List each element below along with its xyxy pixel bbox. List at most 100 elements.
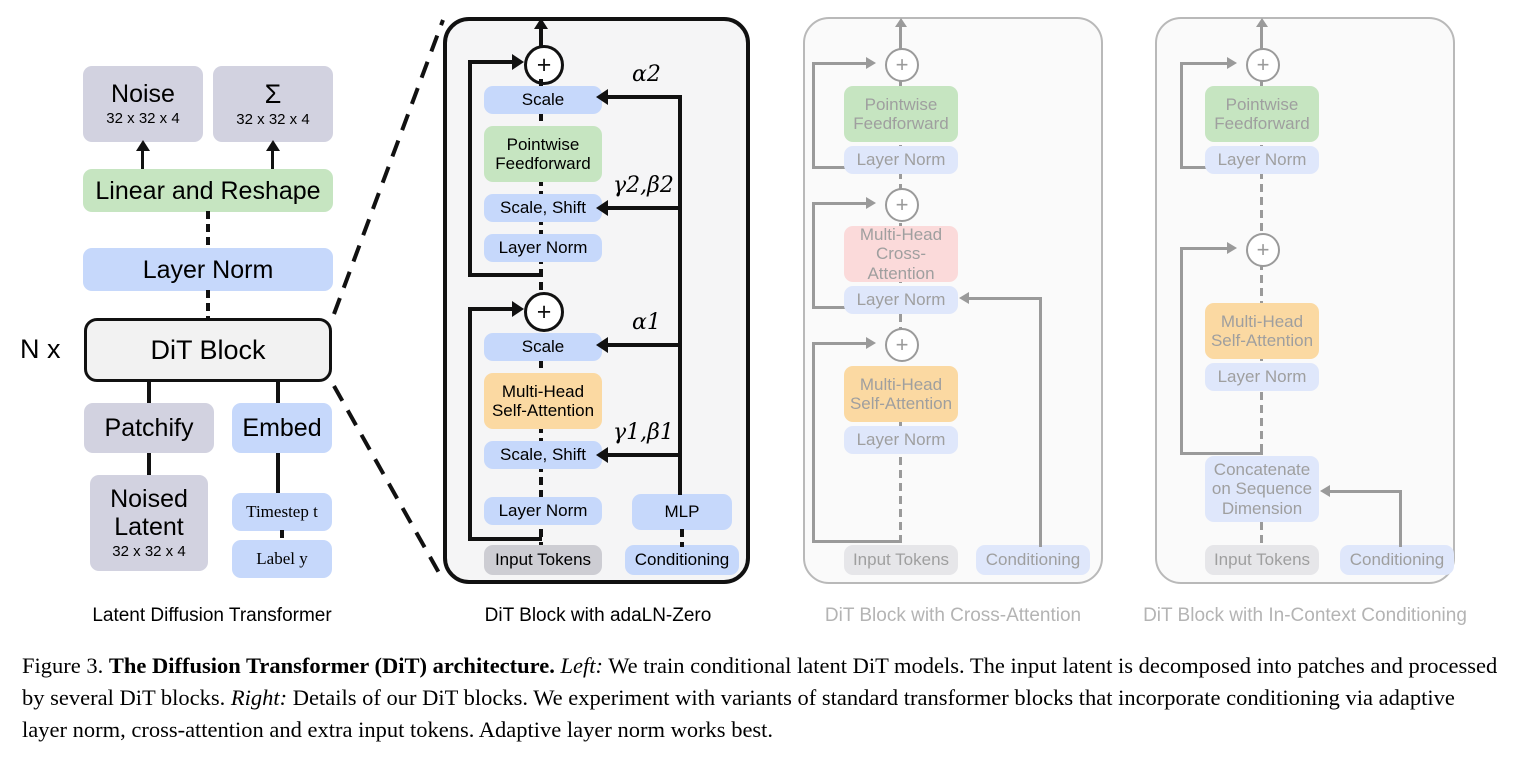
node-noised-latent-line1: Noised xyxy=(110,485,188,514)
node-mhca-cross-line1: Multi-Head xyxy=(859,225,943,245)
node-input-tokens-adaln: Input Tokens xyxy=(484,545,602,575)
operator-add-1-symbol: + xyxy=(536,297,552,326)
node-mlp: MLP xyxy=(632,494,732,530)
node-noised-latent-line2: Latent xyxy=(114,513,184,542)
branch-alpha1 xyxy=(606,343,682,347)
node-mhca-cross: Multi-Head Cross-Attention xyxy=(844,225,958,283)
node-mhsa-cross: Multi-Head Self-Attention xyxy=(844,366,958,422)
node-layer-norm-1-incontext: Layer Norm xyxy=(1205,363,1319,391)
node-scale-1-label: Scale xyxy=(521,337,565,357)
node-mlp-label: MLP xyxy=(664,502,700,522)
operator-add-2-symbol: + xyxy=(536,50,552,79)
repeat-count-label: N x xyxy=(20,334,61,364)
operator-add-incontext-2-symbol: + xyxy=(1256,52,1270,77)
branch-alpha2 xyxy=(606,95,682,99)
figure-left-tag: Left: xyxy=(560,653,604,678)
residual-cross-3-vertical xyxy=(812,63,815,169)
figure-right-tag: Right: xyxy=(230,684,288,710)
residual-2-horizontal-bottom xyxy=(468,273,542,277)
node-input-tokens-adaln-label: Input Tokens xyxy=(494,550,592,570)
node-pointwise-feedforward-cross: Pointwise Feedforward xyxy=(844,86,958,142)
operator-add-incontext-2: + xyxy=(1246,48,1280,82)
arrowhead-residual-2 xyxy=(512,54,524,70)
annotation-gamma-beta2-text: γ2,β2 xyxy=(613,173,674,198)
node-embed: Embed xyxy=(232,403,332,453)
node-pointwise-feedforward-incontext-line2: Feedforward xyxy=(1214,114,1310,133)
operator-add-cross-2: + xyxy=(885,188,919,222)
node-mhsa-cross-line1: Multi-Head xyxy=(859,374,943,394)
figure-title: The Diffusion Transformer (DiT) architec… xyxy=(108,653,555,678)
node-layer-norm: Layer Norm xyxy=(83,248,333,291)
arrowhead-incontext-conditioning xyxy=(1320,485,1330,497)
residual-incontext-2-horizontal-top xyxy=(1180,62,1231,65)
node-pointwise-feedforward-cross-line1: Pointwise xyxy=(864,94,938,114)
node-mhsa-incontext: Multi-Head Self-Attention xyxy=(1205,303,1319,359)
figure-right-text: Details of our DiT blocks. We experiment… xyxy=(22,684,1455,742)
node-concatenate-line1: Concatenate xyxy=(1213,460,1311,480)
node-concatenate-line2: on Sequence xyxy=(1211,479,1313,499)
node-input-tokens-incontext: Input Tokens xyxy=(1205,545,1319,575)
node-pointwise-feedforward-incontext: Pointwise Feedforward xyxy=(1205,86,1319,142)
node-dit-block: DiT Block xyxy=(84,318,332,382)
node-mhsa-adaln-line1: Multi-Head xyxy=(501,381,585,401)
operator-add-1: + xyxy=(524,292,564,332)
node-sigma: Σ 32 x 32 x 4 xyxy=(213,66,333,142)
edge-linear-to-noise xyxy=(141,148,144,169)
operator-add-cross-2-symbol: + xyxy=(895,192,909,217)
residual-incontext-1-horizontal-bottom xyxy=(1180,452,1263,455)
node-dit-block-label: DiT Block xyxy=(150,334,266,365)
edge-label-to-timestep xyxy=(280,530,284,544)
edge-scale2-to-add2 xyxy=(539,79,543,86)
annotation-alpha1: α1 xyxy=(632,310,661,335)
residual-1-horizontal-top xyxy=(468,307,516,311)
node-layer-norm-1-adaln-label: Layer Norm xyxy=(498,501,588,521)
node-input-tokens-cross: Input Tokens xyxy=(844,545,958,575)
node-mhsa-adaln-line2: Self-Attention xyxy=(491,401,595,420)
node-layer-norm-2-cross-label: Layer Norm xyxy=(856,290,946,310)
incontext-conditioning-riser xyxy=(1399,490,1402,547)
cross-conditioning-riser xyxy=(1039,297,1042,547)
node-conditioning-adaln: Conditioning xyxy=(625,545,739,575)
arrowhead-cross-conditioning xyxy=(959,292,969,304)
node-layer-norm-label: Layer Norm xyxy=(142,255,274,284)
residual-1-horizontal-bottom xyxy=(468,537,542,541)
node-embed-label: Embed xyxy=(242,414,322,442)
node-input-tokens-cross-label: Input Tokens xyxy=(852,550,950,570)
residual-incontext-1-horizontal-top xyxy=(1180,247,1231,250)
node-layer-norm-2-adaln-label: Layer Norm xyxy=(498,238,588,258)
operator-add-cross-3: + xyxy=(885,48,919,82)
node-scale-2-label: Scale xyxy=(521,90,565,110)
annotation-alpha2-text: α2 xyxy=(632,62,661,87)
edge-embed-to-ditblock xyxy=(276,381,280,403)
node-conditioning-incontext: Conditioning xyxy=(1340,545,1454,575)
node-linear-and-reshape: Linear and Reshape xyxy=(83,169,333,212)
arrowhead-residual-cross-1 xyxy=(866,337,876,349)
node-layer-norm-3-cross-label: Layer Norm xyxy=(856,150,946,170)
node-scale-2: Scale xyxy=(484,86,602,114)
node-pointwise-feedforward-adaln-line2: Feedforward xyxy=(495,154,591,173)
node-layer-norm-1-incontext-label: Layer Norm xyxy=(1217,367,1307,387)
arrowhead-noise xyxy=(136,140,150,151)
node-scale-shift-2: Scale, Shift xyxy=(484,194,602,222)
node-pointwise-feedforward-cross-line2: Feedforward xyxy=(853,114,949,133)
node-noise-shape: 32 x 32 x 4 xyxy=(106,110,180,128)
arrowhead-gamma-beta2 xyxy=(596,200,608,216)
node-noised-latent-shape: 32 x 32 x 4 xyxy=(112,543,186,561)
node-patchify-label: Patchify xyxy=(104,414,194,442)
node-pointwise-feedforward-incontext-line1: Pointwise xyxy=(1225,94,1299,114)
node-layer-norm-2-cross: Layer Norm xyxy=(844,286,958,314)
annotation-alpha2: α2 xyxy=(632,62,661,87)
edge-layernorm-to-linear xyxy=(206,211,210,249)
figure-caption: Figure 3. The Diffusion Transformer (DiT… xyxy=(22,650,1502,746)
arrowhead-gamma-beta1 xyxy=(596,447,608,463)
residual-1-vertical xyxy=(468,309,472,541)
operator-add-cross-1-symbol: + xyxy=(895,332,909,357)
node-label-y: Label y xyxy=(232,540,332,578)
edge-noisedlatent-to-patchify xyxy=(147,453,151,475)
panel-cross-caption: DiT Block with Cross-Attention xyxy=(824,605,1082,626)
arrowhead-residual-incontext-2 xyxy=(1227,57,1237,69)
node-mhca-cross-line2: Cross-Attention xyxy=(867,244,935,283)
arrowhead-cross-output xyxy=(895,18,907,27)
figure-left-text: We train conditional latent DiT models. … xyxy=(22,653,1498,710)
panel-incontext-caption: DiT Block with In-Context Conditioning xyxy=(1143,605,1467,626)
